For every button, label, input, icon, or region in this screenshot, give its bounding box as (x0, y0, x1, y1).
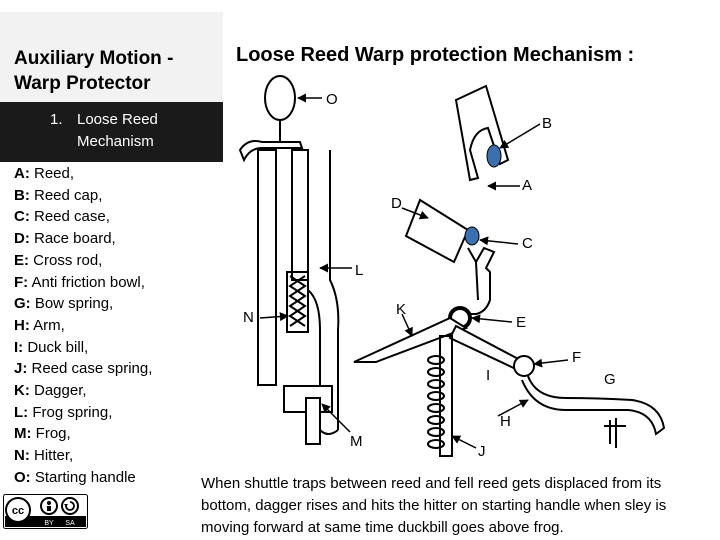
duck-bill (448, 324, 526, 372)
legend-item: H: Arm, (14, 316, 65, 334)
cc-by-sa-badge: cc BY SA (3, 494, 88, 529)
starting-handle-knob (264, 75, 296, 121)
reed-cap-pin (486, 144, 502, 168)
label-d: D (391, 195, 402, 212)
legend-item: F: Anti friction bowl, (14, 273, 145, 291)
legend-item: I: Duck bill, (14, 338, 89, 356)
label-m: M (350, 433, 363, 450)
legend-item: G: Bow spring, (14, 295, 114, 313)
frog (283, 385, 333, 445)
svg-text:cc: cc (12, 505, 24, 517)
page-title: Loose Reed Warp protection Mechanism : (236, 44, 635, 66)
sidebar-subheading-number: 1. (50, 111, 63, 128)
sidebar-title: Auxiliary Motion - Warp Protector (14, 48, 174, 94)
label-h: H (500, 413, 511, 430)
label-g: G (604, 371, 616, 388)
legend-item: C: Reed case, (14, 208, 110, 226)
legend-item: O: Starting handle (14, 468, 136, 486)
label-c: C (522, 235, 533, 252)
legend-item: L: Frog spring, (14, 403, 113, 421)
label-b: B (542, 115, 552, 132)
part-labels: O B A D C L N K E F I G M H J (243, 91, 616, 460)
reed-pin (464, 226, 480, 246)
sidebar-subheading: Loose Reed Mechanism (77, 111, 158, 150)
reed-case (467, 246, 496, 315)
reed-case-spring (427, 335, 453, 457)
label-l: L (355, 262, 363, 279)
share-alike-icon (61, 497, 79, 515)
race-board (404, 198, 470, 264)
hitter (286, 271, 309, 333)
anti-friction-bowl (513, 355, 535, 377)
starting-handle (238, 75, 309, 386)
badge-sa-text: SA (65, 520, 75, 527)
legend-item: E: Cross rod, (14, 251, 103, 269)
legend-item: M: Frog, (14, 425, 71, 443)
legend-item: A: Reed, (14, 165, 75, 182)
arm-and-bow-spring (521, 375, 666, 448)
legend-item: D: Race board, (14, 230, 116, 248)
label-j: J (478, 443, 486, 460)
explanation-caption: When shuttle traps between reed and fell… (201, 475, 667, 536)
sidebar-subheading-band (0, 102, 223, 162)
sidebar-title-panel (0, 12, 223, 102)
cc-icon (5, 497, 31, 523)
legend-item: J: Reed case spring, (14, 360, 153, 378)
badge-by-text: BY (44, 520, 54, 527)
legend-item: N: Hitter, (14, 447, 74, 465)
label-i: I (486, 367, 490, 384)
label-f: F (572, 349, 581, 366)
label-k: K (396, 301, 406, 318)
label-e: E (516, 314, 526, 331)
parts-legend: A: Reed, B: Reed cap, C: Reed case, D: R… (14, 163, 214, 489)
label-o: O (326, 91, 338, 108)
dagger (353, 316, 469, 363)
label-n: N (243, 309, 254, 326)
leader-lines (259, 93, 569, 449)
legend-item: K: Dagger, (14, 382, 87, 400)
legend-item: B: Reed cap, (14, 186, 103, 204)
reed-cap (454, 84, 510, 182)
label-a: A (522, 177, 532, 194)
